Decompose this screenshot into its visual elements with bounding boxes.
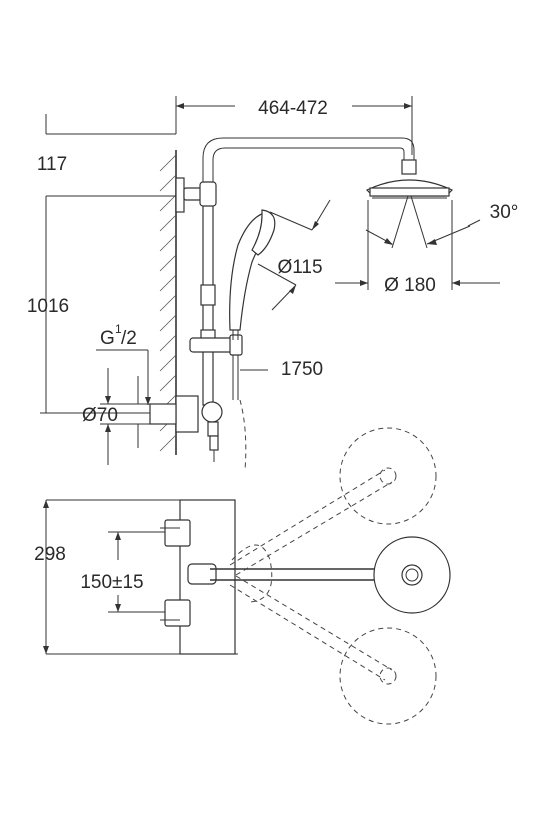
arm-plan-swung-down [229, 575, 437, 725]
arm-reach-label: 464-472 [258, 98, 328, 119]
svg-text:G: G [100, 328, 115, 349]
arm-plan-swung-up [229, 427, 437, 576]
elevation-view: 464-472 117 1016 [27, 96, 519, 471]
arm-plan [210, 536, 451, 614]
thread-label: G 1 /2 [100, 322, 137, 349]
inlet-diameter-label: Ø70 [82, 405, 118, 426]
mixer-plan [160, 499, 236, 655]
svg-text:1: 1 [115, 322, 122, 336]
top-offset-label: 117 [37, 154, 67, 175]
svg-text:/2: /2 [121, 328, 137, 349]
plan-depth-label: 298 [34, 544, 66, 565]
rail-height-label: 1016 [27, 296, 69, 317]
inlet-spacing-label: 150±15 [80, 572, 143, 593]
hose-length-label: 1750 [281, 359, 323, 380]
plan-view: 298 150±15 [34, 427, 451, 725]
thermostat-mixer [149, 395, 223, 462]
hand-shower [229, 209, 276, 340]
head-shower [365, 159, 454, 199]
hand-shower-diameter-label: Ø115 [277, 257, 322, 278]
head-shower-diameter-label: Ø 180 [384, 275, 436, 296]
hose [232, 355, 247, 471]
spray-angle-label: 30° [490, 202, 519, 223]
riser-pipe [175, 137, 415, 406]
